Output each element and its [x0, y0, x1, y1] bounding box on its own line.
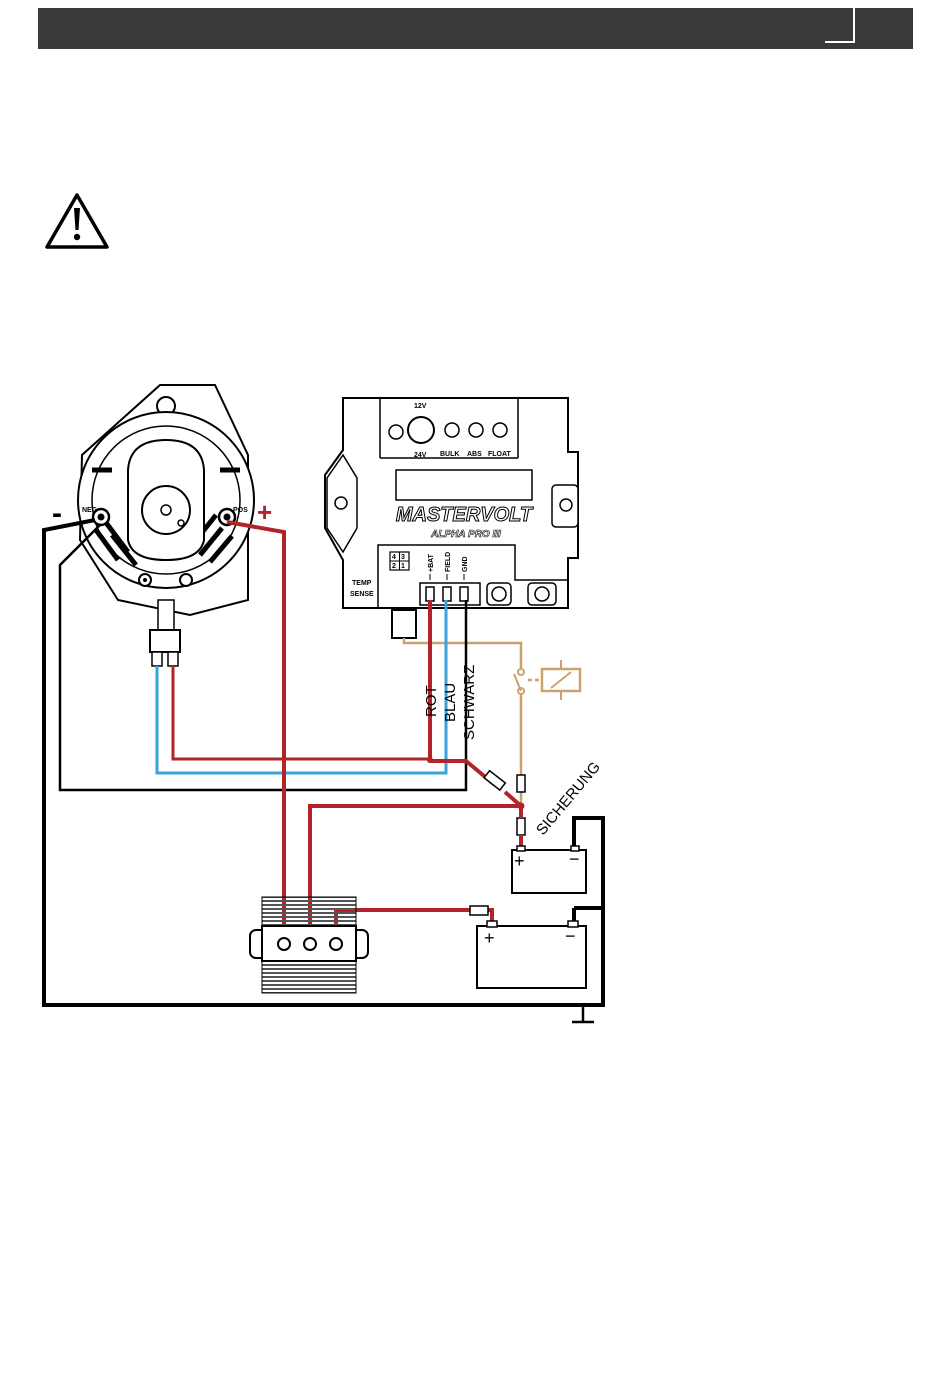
sensor-fuse — [517, 775, 525, 792]
temp-label: TEMP — [352, 580, 372, 587]
voltage-24v-label: 24V — [414, 452, 427, 459]
service-battery: + − — [512, 846, 586, 893]
alternator-pos-label: POS — [233, 507, 248, 514]
model-name: ALPHA PRO III — [430, 529, 501, 540]
led-abs-label: ABS — [467, 451, 482, 458]
switch-digit-1: 1 — [401, 563, 405, 570]
wiring-diagram: NEG POS - + 12V 24V BULK ABS FLOAT MASTE… — [0, 380, 950, 1040]
battery2-plus: + — [484, 928, 495, 948]
header-bar — [38, 8, 913, 49]
terminal-field-label: FIELD — [445, 552, 452, 572]
switch-digit-2: 2 — [392, 563, 396, 570]
wire-label-schwarz: SCHWARZ — [461, 665, 478, 740]
battery1-plus: + — [514, 851, 525, 871]
battery-fuse — [517, 818, 525, 835]
alternator-plus-sign: + — [257, 497, 272, 527]
fuse-label: SICHERUNG — [533, 759, 604, 839]
alpha-pro-regulator: 12V 24V BULK ABS FLOAT MASTERVOLT ALPHA … — [325, 398, 578, 638]
battery1-minus: − — [569, 849, 580, 869]
battery-isolator — [250, 897, 368, 993]
sense-label: SENSE — [350, 591, 374, 598]
led-float-label: FLOAT — [488, 451, 512, 458]
alternator-neg-label: NEG — [82, 507, 98, 514]
battery2-minus: − — [565, 926, 576, 946]
switch-digit-4: 4 — [392, 554, 396, 561]
main-fuse — [484, 771, 505, 790]
starter-fuse — [470, 906, 488, 915]
switch-digit-3: 3 — [401, 554, 405, 561]
led-bulk-label: BULK — [440, 451, 459, 458]
starter-battery: + − — [477, 921, 586, 988]
header-page-marker — [825, 8, 855, 43]
excitation-wire — [173, 666, 430, 759]
warning-triangle-icon — [44, 192, 110, 250]
terminal-bat-label: +BAT — [428, 553, 435, 572]
voltage-12v-label: 12V — [414, 403, 427, 410]
alternator: NEG POS — [78, 385, 254, 666]
wire-label-rot: ROT — [423, 685, 440, 717]
wire-label-blau: BLAU — [442, 683, 459, 722]
brand-logo: MASTERVOLT — [396, 504, 534, 526]
terminal-gnd-label: GND — [462, 556, 469, 572]
